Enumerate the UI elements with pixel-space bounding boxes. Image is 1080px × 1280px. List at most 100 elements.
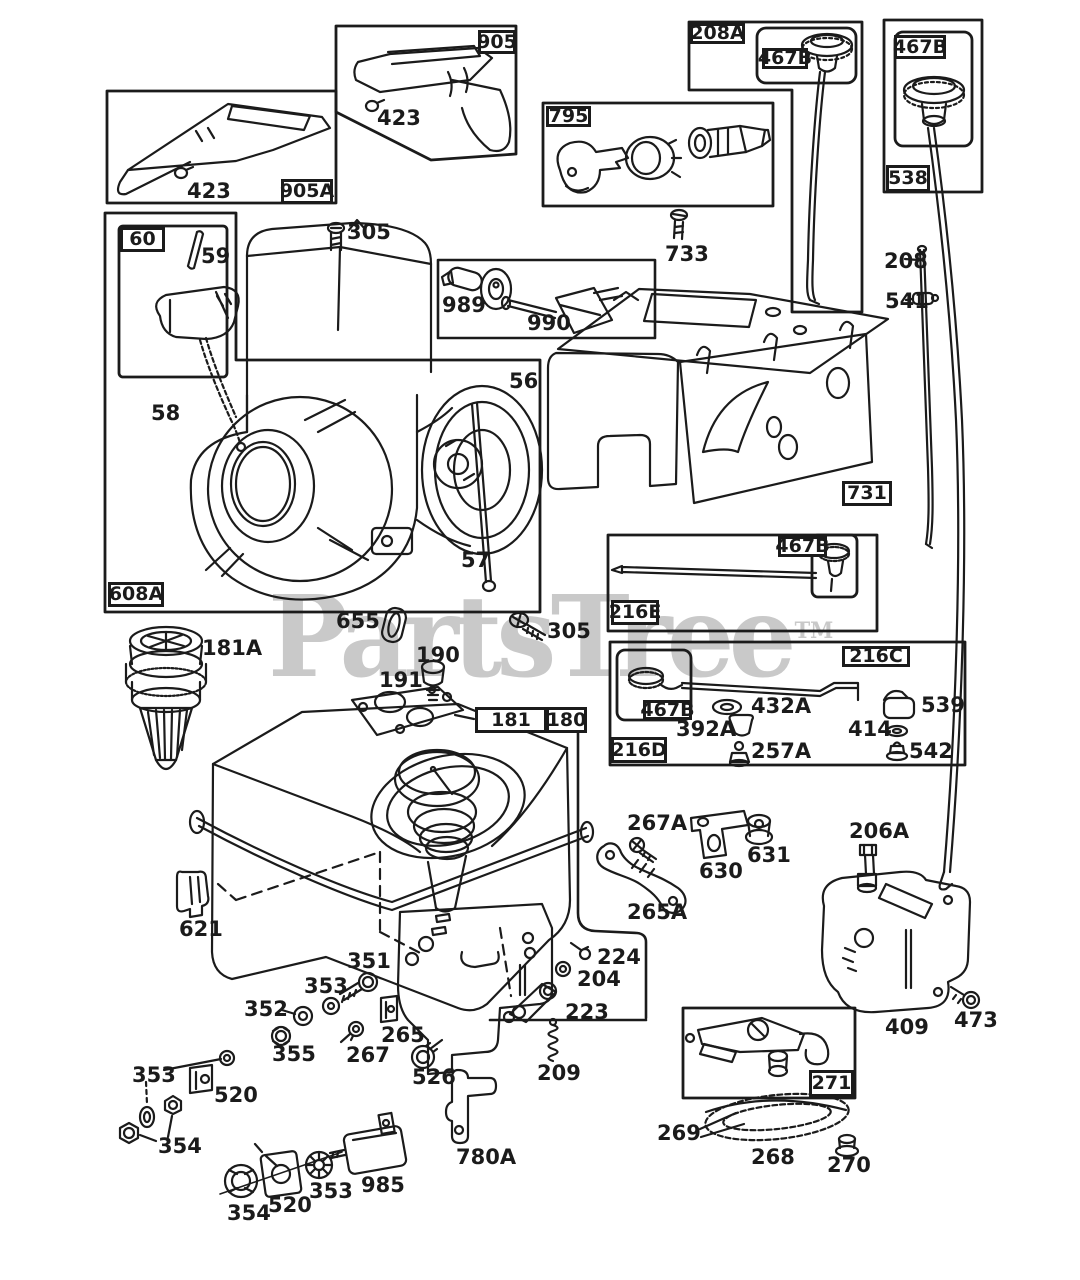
group-box-795 — [541, 101, 775, 208]
part-lever-223 — [502, 981, 558, 1024]
callout-57-6: 57 — [461, 548, 491, 572]
part-cable-268 — [698, 1092, 850, 1142]
group-box-216E — [606, 533, 879, 633]
part-washer-353-a — [321, 996, 341, 1016]
group-label-216e-10: 216E — [608, 600, 662, 625]
callout-520-31: 520 — [268, 1193, 312, 1217]
callout-733-7: 733 — [665, 242, 709, 266]
group-label-60-7: 60 — [120, 227, 165, 252]
callout-780a-26: 780A — [456, 1145, 517, 1169]
part-fuel-cap-208A — [800, 32, 854, 306]
callout-58-4: 58 — [151, 401, 181, 425]
group-box-905A — [105, 89, 338, 205]
callout-267a-37: 267A — [627, 811, 688, 835]
part-dipstick-216D — [627, 666, 916, 720]
callout-526-24: 526 — [412, 1065, 456, 1089]
part-bolt-526 — [410, 1038, 444, 1070]
part-deflector-905A — [116, 102, 332, 196]
part-clip-265 — [379, 994, 399, 1024]
part-washer-204 — [554, 960, 572, 978]
part-screw-733 — [669, 208, 689, 241]
part-blower-housing — [189, 218, 472, 601]
part-grommet-270 — [834, 1133, 860, 1158]
part-spring-209 — [547, 1017, 559, 1063]
callout-414-51: 414 — [848, 717, 892, 741]
group-label-216d-13: 216D — [611, 737, 667, 763]
part-bolt-351 — [338, 971, 379, 1004]
callout-353-19: 353 — [304, 974, 348, 998]
callout-353-27: 353 — [132, 1063, 176, 1087]
part-cap-542 — [885, 741, 909, 762]
part-oil-cap-538 — [902, 75, 966, 891]
group-label-905a-1: 905A — [279, 179, 335, 204]
group-box-538 — [882, 18, 984, 194]
callout-268-45: 268 — [751, 1145, 795, 1169]
part-washer-432A — [711, 698, 743, 716]
callout-265-22: 265 — [381, 1023, 425, 1047]
part-washer-352 — [280, 1005, 314, 1027]
part-plunger-989 — [440, 266, 513, 311]
group-box-905 — [334, 24, 518, 162]
callout-542-52: 542 — [909, 739, 953, 763]
group-label-467b-14: 467B — [640, 698, 695, 721]
part-nut-355 — [270, 1025, 292, 1047]
callout-265a-38: 265A — [627, 900, 688, 924]
callout-209-25: 209 — [537, 1061, 581, 1085]
part-bracket-409 — [820, 870, 972, 1014]
callout-257a-49: 257A — [751, 739, 812, 763]
part-bracket-731 — [546, 287, 890, 505]
callout-423-0: 423 — [187, 179, 231, 203]
part-link-265A — [596, 842, 687, 914]
group-label-538-6: 538 — [886, 165, 930, 192]
group-label-731-9: 731 — [842, 481, 892, 506]
part-plate-520-b — [253, 1142, 303, 1198]
part-gasket-181 — [350, 685, 476, 737]
part-washer-353-b — [138, 1049, 236, 1129]
callout-539-50: 539 — [921, 693, 965, 717]
callout-621-17: 621 — [179, 917, 223, 941]
group-label-467b-4: 467B — [757, 47, 813, 69]
group-box-989-990 — [436, 258, 657, 340]
part-grommet-655 — [380, 606, 408, 644]
callout-520-29: 520 — [214, 1083, 258, 1107]
part-switch-985 — [219, 1111, 408, 1195]
part-key-switch-795 — [556, 124, 772, 194]
callout-305-2: 305 — [347, 220, 391, 244]
part-bracket-780A — [444, 1068, 498, 1145]
callout-208-10: 208 — [884, 249, 928, 273]
group-label-608a-8: 608A — [108, 582, 164, 607]
watermark-text: PartsTree — [268, 572, 796, 703]
group-box-271 — [681, 1006, 857, 1100]
callout-541-11: 541 — [885, 289, 929, 313]
callout-473-43: 473 — [954, 1008, 998, 1032]
callout-351-18: 351 — [347, 949, 391, 973]
part-rope-guide-57 — [470, 401, 497, 593]
callout-354-30: 354 — [227, 1201, 271, 1225]
group-label-795-2: 795 — [546, 106, 591, 127]
part-starter-grip-58 — [155, 285, 247, 453]
part-valve-257A — [728, 740, 751, 768]
callout-270-46: 270 — [827, 1153, 871, 1177]
callout-181a-16: 181A — [202, 636, 263, 660]
group-box-208A — [687, 20, 864, 314]
part-bushing-631 — [744, 813, 774, 846]
callout-985-33: 985 — [361, 1173, 405, 1197]
part-deflector-905 — [353, 44, 512, 153]
group-label-180-16: 180 — [546, 707, 587, 733]
part-screw-267A — [628, 836, 658, 864]
group-label-467b-5: 467B — [892, 35, 948, 59]
group-label-271-17: 271 — [809, 1070, 854, 1097]
part-screw-305-tank — [508, 611, 547, 642]
callout-423-1: 423 — [377, 106, 421, 130]
group-label-905-0: 905 — [477, 30, 517, 54]
callout-269-44: 269 — [657, 1121, 701, 1145]
part-dipstick-216E — [610, 542, 851, 593]
callout-655-12: 655 — [336, 609, 380, 633]
part-nut-354-b — [223, 1163, 259, 1199]
part-nut-354-a — [118, 1094, 183, 1145]
callout-224-34: 224 — [597, 945, 641, 969]
callout-352-20: 352 — [244, 997, 288, 1021]
callout-204-35: 204 — [577, 967, 621, 991]
